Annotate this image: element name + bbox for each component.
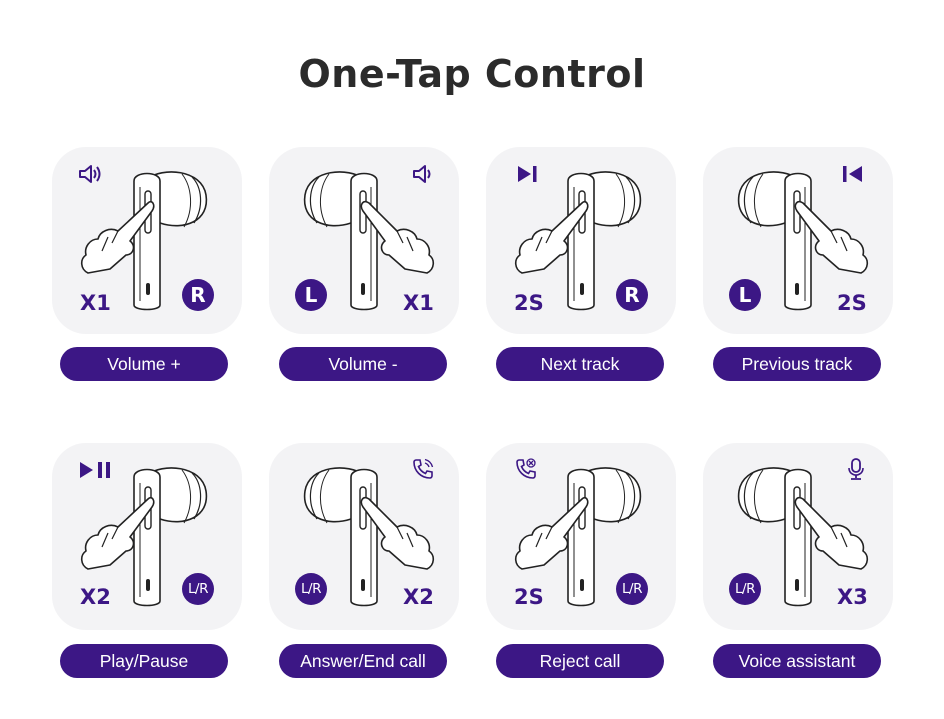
tap-count: X3 [837,585,868,609]
side-badge: L/R [729,573,761,605]
control-card-reject-call: 2S L/R [486,443,676,630]
side-badge: R [616,279,648,311]
control-card-voice-assistant: L/R X3 [703,443,893,630]
label-voice-assistant: Voice assistant [713,644,881,678]
label-previous-track: Previous track [713,347,881,381]
side-badge: R [182,279,214,311]
side-badge: L/R [616,573,648,605]
label-answer-end-call: Answer/End call [279,644,447,678]
label-volume-up: Volume + [60,347,228,381]
tap-count: 2S [837,291,867,315]
control-card-play-pause: X2 L/R [52,443,242,630]
play-pause-icon [80,462,110,478]
side-badge: L [729,279,761,311]
control-card-next-track: 2S R [486,147,676,334]
tap-count: X2 [80,585,111,609]
volume-down-icon [413,165,431,183]
tap-count: X1 [403,291,434,315]
control-card-previous-track: L 2S [703,147,893,334]
previous-track-icon [843,166,862,182]
control-card-answer-end-call: L/R X2 [269,443,459,630]
side-badge: L/R [182,573,214,605]
volume-up-icon [79,165,101,183]
next-track-icon [518,166,537,182]
microphone-icon [848,458,864,480]
tap-count: 2S [514,585,544,609]
side-badge: L/R [295,573,327,605]
phone-call-icon [413,458,434,479]
tap-count: X2 [403,585,434,609]
side-badge: L [295,279,327,311]
control-card-volume-up: X1 R [52,147,242,334]
tap-count: X1 [80,291,111,315]
label-next-track: Next track [496,347,664,381]
tap-count: 2S [514,291,544,315]
reject-call-icon [516,458,536,479]
label-play-pause: Play/Pause [60,644,228,678]
page-title: One-Tap Control [298,52,646,96]
control-card-volume-down: L X1 [269,147,459,334]
label-volume-down: Volume - [279,347,447,381]
label-reject-call: Reject call [496,644,664,678]
